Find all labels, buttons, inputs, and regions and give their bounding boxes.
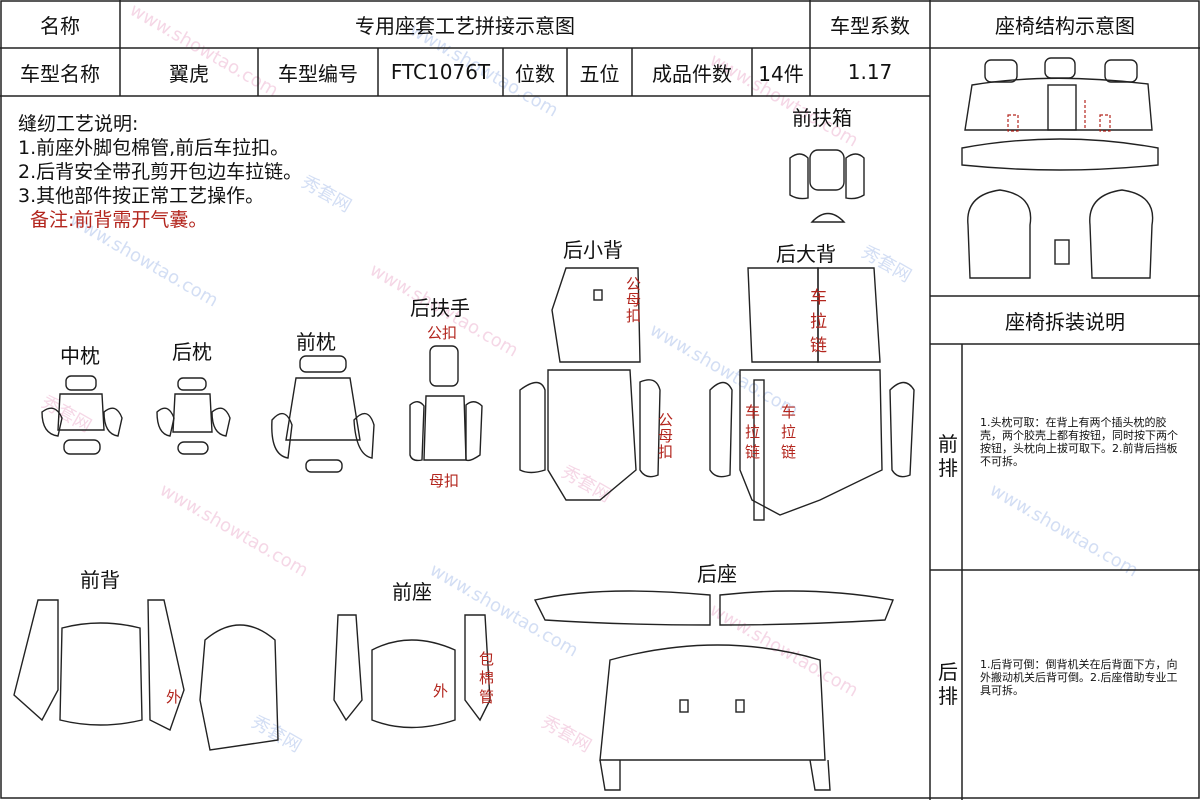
annotation-female-buckle: 母扣 xyxy=(429,472,460,490)
rear-seat-pattern xyxy=(533,590,894,791)
front-back-pattern xyxy=(13,599,279,751)
annotation-wrap-cotton-tube: 包棉管 xyxy=(479,650,495,706)
rear-big-back-pattern xyxy=(709,267,915,521)
front-seats-thumbnail xyxy=(967,189,1154,279)
annotation-male-female-buckle: 公母扣 xyxy=(626,275,642,325)
label-rear-armrest: 后扶手 xyxy=(410,296,470,320)
label-rear-pillow: 后枕 xyxy=(172,340,212,364)
front-row-text: 1.头枕可取：在背上有两个插头枕的胶壳，两个胶壳上都有按钮，同时按下两个按钮，头… xyxy=(980,416,1178,468)
notes-item: 3.其他部件按正常工艺操作。 xyxy=(18,185,265,207)
factor-label: 车型系数 xyxy=(830,13,910,38)
label-front-seat: 前座 xyxy=(392,580,432,604)
annotation-male-female-buckle: 公母扣 xyxy=(658,411,674,461)
annotation-zipper: 车拉链 xyxy=(781,403,797,461)
pieces-value: 14件 xyxy=(758,61,804,86)
seam-mark xyxy=(1099,114,1111,132)
model-name: 翼虎 xyxy=(169,61,209,86)
front-row-label: 前排 xyxy=(938,432,958,480)
annotation-zipper: 车拉链 xyxy=(810,288,827,356)
disassembly-title: 座椅拆装说明 xyxy=(1005,309,1125,334)
rear-armrest-pattern xyxy=(409,345,483,462)
rear-pillow-pattern xyxy=(156,377,231,455)
seats-value: 五位 xyxy=(579,61,620,86)
pieces-label: 成品件数 xyxy=(652,61,732,86)
model-code: FTC1076T xyxy=(390,60,491,84)
front-armrest-box-pattern xyxy=(789,149,865,223)
seam-mark xyxy=(1007,114,1019,132)
rear-row-text: 1.后背可倒：倒背机关在后背面下方，向外搬动机关后背可倒。2.后座借助专业工具可… xyxy=(980,658,1178,697)
rear-row-label: 后排 xyxy=(938,660,958,708)
front-pillow-pattern xyxy=(271,355,375,473)
label-middle-pillow: 中枕 xyxy=(60,344,100,368)
page-title: 专用座套工艺拼接示意图 xyxy=(355,13,575,38)
structure-title: 座椅结构示意图 xyxy=(995,13,1135,38)
model-name-label: 车型名称 xyxy=(20,61,100,86)
middle-pillow-pattern xyxy=(41,375,123,455)
front-seat-pattern xyxy=(333,614,491,729)
annotation-male-buckle: 公扣 xyxy=(427,324,458,342)
notes-remark: 备注:前背需开气囊。 xyxy=(30,209,208,231)
label-front-back: 前背 xyxy=(80,568,120,592)
sewing-notes: 缝纫工艺说明: 1.前座外脚包棉管,前后车拉扣。 2.后背安全带孔剪开包边车拉链… xyxy=(18,112,302,232)
notes-title: 缝纫工艺说明: xyxy=(18,113,139,135)
model-code-label: 车型编号 xyxy=(278,61,358,86)
label-rear-seat: 后座 xyxy=(697,562,737,586)
rear-bench-thumbnail xyxy=(961,57,1159,171)
annotation-outer: 外 xyxy=(166,688,182,706)
name-label: 名称 xyxy=(40,13,80,38)
label-front-pillow: 前枕 xyxy=(296,330,336,354)
seats-label: 位数 xyxy=(515,61,555,86)
annotation-outer: 外 xyxy=(433,682,449,700)
rear-small-back-pattern xyxy=(519,267,661,501)
factor-value: 1.17 xyxy=(847,60,893,84)
notes-item: 1.前座外脚包棉管,前后车拉扣。 xyxy=(18,137,290,159)
label-rear-small-back: 后小背 xyxy=(563,238,623,262)
label-front-armrest-box: 前扶箱 xyxy=(792,106,852,130)
notes-item: 2.后背安全带孔剪开包边车拉链。 xyxy=(18,161,303,183)
label-rear-big-back: 后大背 xyxy=(776,242,836,266)
annotation-zipper: 车拉链 xyxy=(745,403,761,461)
